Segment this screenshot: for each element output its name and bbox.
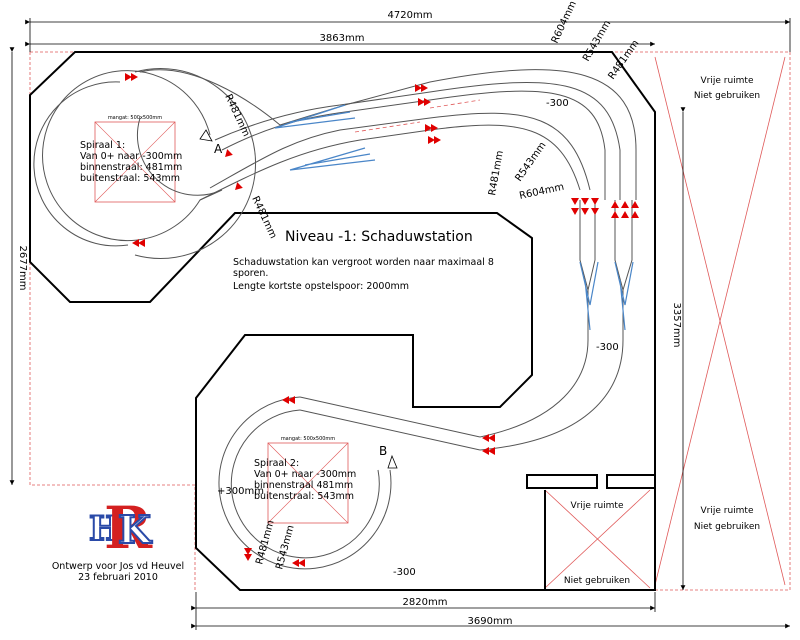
description-line-3: Lengte kortste opstelspoor: 2000mm	[233, 281, 409, 292]
svg-text:binnenstraal: 481mm: binnenstraal: 481mm	[80, 162, 182, 173]
svg-text:A: A	[214, 142, 223, 156]
manhole-label-1: mangat: 500x500mm	[108, 115, 162, 121]
spiral1-note: Spiraal 1: Van 0+ naar -300mm binnenstra…	[80, 140, 182, 184]
height-bottom: -300	[393, 567, 416, 578]
credit-line-2: 23 februari 2010	[78, 572, 158, 583]
description-line-1: Schaduwstation kan vergroot worden naar …	[233, 257, 494, 268]
dim-top-total: 4720mm	[388, 10, 433, 21]
svg-text:Spiraal 2:: Spiraal 2:	[254, 458, 299, 469]
dim-top-inner: 3863mm	[320, 33, 365, 44]
direction-arrows	[125, 73, 639, 567]
credit: Ontwerp voor Jos vd Heuvel 23 februari 2…	[52, 561, 184, 583]
spiral-marker-b: B	[379, 444, 398, 469]
height-top: -300	[546, 98, 569, 109]
height-spiral2-start: +300mm	[217, 486, 264, 497]
zone-inner-bottom: Niet gebruiken	[564, 576, 630, 586]
track-lines	[33, 68, 637, 570]
spiral-marker-a: A	[199, 129, 223, 156]
svg-text:Van 0+ naar -300mm: Van 0+ naar -300mm	[254, 469, 356, 480]
dimension-lines	[9, 18, 791, 630]
centerline-accents	[354, 99, 481, 133]
radius-r543-top: R543mm	[581, 19, 613, 64]
description-line-2: sporen.	[233, 268, 268, 279]
svg-text:buitenstraal: 543mm: buitenstraal: 543mm	[254, 491, 354, 502]
spiral2-note: Spiraal 2: Van 0+ naar -300mm binnenstra…	[254, 458, 356, 502]
svg-text:Van 0+ naar -300mm: Van 0+ naar -300mm	[80, 151, 182, 162]
radius-r481-top: R481mm	[606, 38, 641, 82]
manhole-box-2: mangat: 500x500mm	[267, 436, 349, 524]
dim-left-height: 2677mm	[17, 246, 28, 291]
zone-right-top-1: Vrije ruimte	[701, 76, 754, 86]
turnouts	[274, 104, 634, 331]
hrk-logo: H R K	[88, 494, 154, 562]
height-labels: -300 -300 -300 +300mm	[217, 98, 619, 578]
baseboard	[29, 51, 656, 591]
dimension-texts: 4720mm 3863mm 2677mm 3357mm 2820mm 3690m…	[17, 10, 682, 627]
unused-zone-inner	[544, 489, 651, 589]
radius-r604-top: R604mm	[550, 0, 579, 45]
zone-right-top-2: Niet gebruiken	[694, 91, 760, 101]
plan-title: Niveau -1: Schaduwstation	[285, 229, 473, 245]
radius-r481-mid: R481mm	[487, 150, 506, 197]
svg-text:K: K	[118, 507, 153, 552]
radius-r481-left-b: R481mm	[249, 195, 278, 241]
zone-right-bottom-1: Vrije ruimte	[701, 506, 754, 516]
height-right: -300	[596, 342, 619, 353]
radius-r543-mid: R543mm	[513, 140, 548, 184]
radius-r604-mid: R604mm	[518, 182, 565, 202]
dim-right-height: 3357mm	[671, 303, 682, 348]
svg-text:R: R	[104, 494, 153, 562]
manhole-box-1: mangat: 500x500mm	[94, 115, 176, 203]
manhole-label-2: mangat: 500x500mm	[281, 436, 335, 442]
zone-inner-top: Vrije ruimte	[571, 501, 624, 511]
svg-text:buitenstraal: 543mm: buitenstraal: 543mm	[80, 173, 180, 184]
dim-bottom-inner: 2820mm	[403, 597, 448, 608]
credit-line-1: Ontwerp voor Jos vd Heuvel	[52, 561, 184, 572]
dim-bottom-total: 3690mm	[468, 616, 513, 627]
zone-right-bottom-2: Niet gebruiken	[694, 522, 760, 532]
zone-labels: Vrije ruimte Niet gebruiken Vrije ruimte…	[564, 76, 760, 586]
description: Schaduwstation kan vergroot worden naar …	[233, 257, 494, 292]
svg-text:H: H	[89, 509, 121, 549]
unused-zone-right	[654, 56, 786, 586]
svg-text:B: B	[379, 444, 387, 458]
radius-r481-left-a: R481mm	[222, 93, 251, 139]
svg-text:Spiraal 1:: Spiraal 1:	[80, 140, 125, 151]
radius-r481-bottom: R481mm	[254, 519, 276, 566]
svg-text:binnenstraal 481mm: binnenstraal 481mm	[254, 480, 353, 491]
